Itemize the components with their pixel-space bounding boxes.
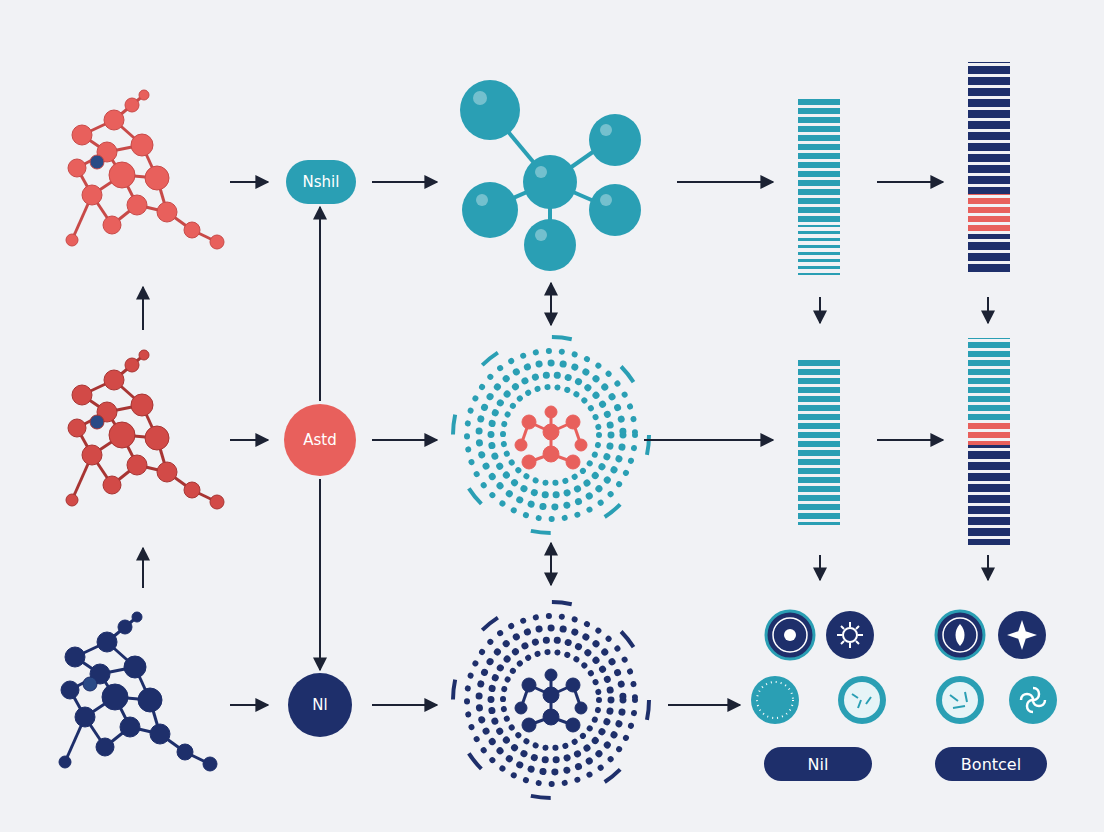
node-label: Nshil [303,173,340,191]
node-label: Nil [808,755,829,774]
node-label: Nl [312,696,327,714]
process-circle: Nl [288,673,352,737]
process-pill: Nshil [286,160,356,204]
node-label: Astd [303,431,336,449]
flow-arrow [319,479,321,670]
result-pill: Nil [764,747,872,781]
process-circle: Astd [284,404,356,476]
flow-arrow [319,207,321,401]
result-pill: Bontcel [935,747,1047,781]
node-label: Bontcel [961,755,1021,774]
